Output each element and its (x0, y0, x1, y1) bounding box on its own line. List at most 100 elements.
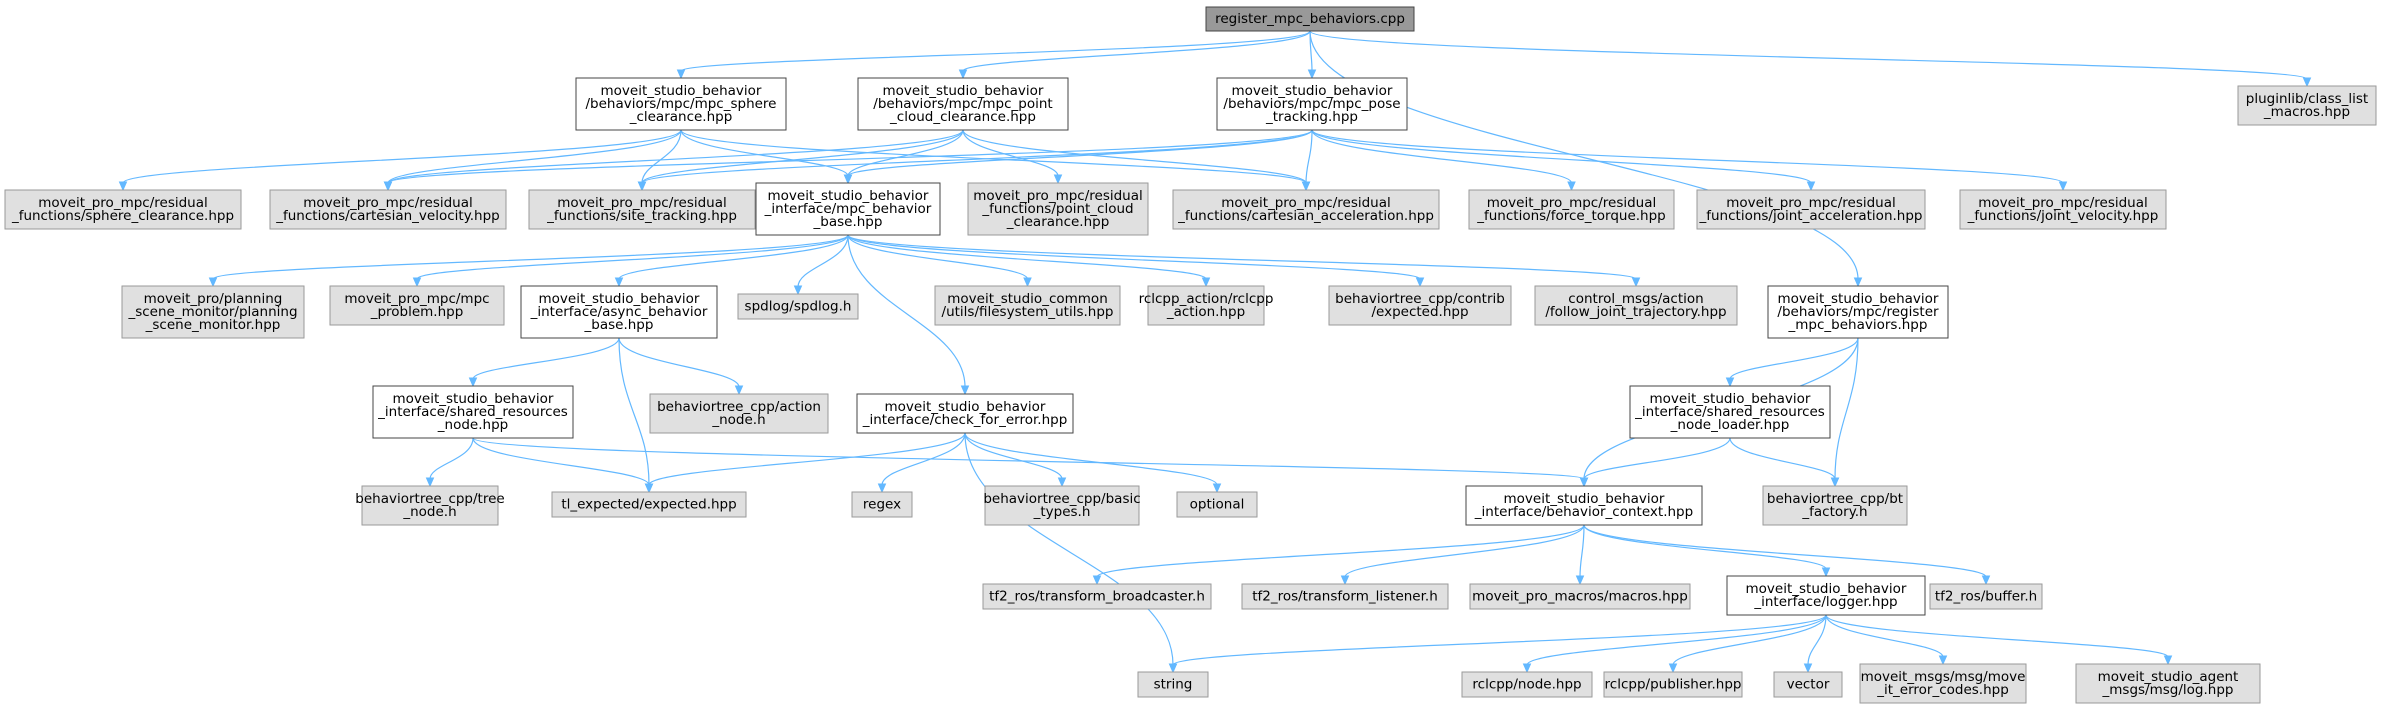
edge-line (1172, 614, 1827, 666)
node-label-line: moveit_studio_behavior (885, 399, 1046, 415)
node-label-line: spdlog/spdlog.h (745, 299, 852, 315)
edge-line (618, 234, 849, 280)
node-regex: regex (851, 491, 913, 518)
node-box (1929, 583, 2043, 610)
edge-line (1344, 524, 1585, 578)
node-label-line: _node.hpp (437, 417, 508, 433)
node-bctx[interactable]: moveit_studio_behavior_interface/behavio… (1465, 485, 1703, 526)
node-mpcbase[interactable]: moveit_studio_behavior_interface/mpc_beh… (755, 182, 941, 236)
edge-arrowhead (118, 181, 128, 192)
edge-arrowhead (1092, 575, 1102, 586)
node-fjt: control_msgs/action/follow_joint_traject… (1534, 285, 1738, 326)
node-label-line: _it_error_codes.hpp (1876, 682, 2009, 698)
node-srnode[interactable]: moveit_studio_behavior_interface/shared_… (372, 385, 574, 439)
edge-arrowhead (2058, 181, 2068, 192)
edge-arrowhead (644, 483, 654, 494)
node-btaction: behaviortree_cpp/action_node.h (649, 393, 829, 434)
edge-logger-to-agentlog (1825, 614, 2173, 666)
node-label-line: moveit_studio_behavior (601, 83, 762, 99)
node-box (1328, 285, 1512, 326)
node-label-line: moveit_pro_mpc/residual (973, 188, 1143, 204)
node-spdlog: spdlog/spdlog.h (737, 293, 859, 320)
node-regmpc[interactable]: moveit_studio_behavior/behaviors/mpc/reg… (1767, 285, 1949, 339)
edge-sphere-to-rf_sphere (118, 129, 682, 192)
node-bttree: behaviortree_cpp/tree_node.h (355, 485, 505, 526)
edge-line (1309, 30, 1859, 280)
edge-checkerr-to-regex (877, 432, 966, 494)
edge-root-to-pose (1307, 30, 1317, 80)
node-label-line: moveit_studio_common (947, 291, 1108, 307)
node-label-line: /behaviors/mpc/mpc_pose (1223, 96, 1400, 112)
node-label-line: moveit_pro_mpc/residual (1221, 195, 1391, 211)
node-tlexp: tl_expected/expected.hpp (551, 491, 747, 518)
node-box (1762, 485, 1908, 526)
edge-bctx-to-tflisten (1340, 524, 1585, 586)
edge-line (429, 437, 474, 480)
node-box (1959, 189, 2167, 230)
edge-line (416, 234, 849, 280)
node-box (967, 182, 1149, 236)
edge-mpcbase-to-mpcproblem (412, 234, 849, 288)
edge-line (1305, 129, 1313, 184)
node-srloader[interactable]: moveit_studio_behavior_interface/shared_… (1629, 385, 1831, 439)
node-label-line: tf2_ros/transform_listener.h (1252, 589, 1438, 605)
node-label-line: control_msgs/action (1568, 291, 1703, 307)
node-label-line: moveit_pro_mpc/mpc (344, 291, 489, 307)
edge-line (1807, 614, 1827, 666)
node-label-line: _functions/force_torque.hpp (1476, 208, 1666, 224)
node-box (755, 182, 941, 236)
node-label-line: behaviortree_cpp/tree (355, 491, 504, 507)
node-string: string (1137, 671, 1209, 698)
edge-asyncbase-to-srnode (468, 337, 620, 388)
edge-srloader-to-btfactory (1729, 437, 1840, 488)
edge-mpcbase-to-btexpected (847, 234, 1425, 288)
node-label-line: _interface/async_behavior (530, 304, 708, 320)
edge-line (1311, 129, 1812, 184)
node-checkerr[interactable]: moveit_studio_behavior_interface/check_f… (856, 393, 1074, 434)
edge-arrowhead (412, 277, 422, 288)
node-label-line: moveit_pro_mpc/residual (1978, 195, 2148, 211)
node-label-line: moveit_studio_agent (2098, 669, 2239, 685)
node-box (1216, 77, 1408, 131)
edge-line (1583, 437, 1731, 480)
node-label-line: string (1154, 677, 1193, 693)
edge-arrowhead (1201, 277, 1211, 288)
node-logger[interactable]: moveit_studio_behavior_interface/logger.… (1726, 575, 1926, 616)
edge-arrowhead (1806, 181, 1816, 192)
node-label-line: moveit_studio_behavior (539, 291, 700, 307)
node-macros: moveit_pro_macros/macros.hpp (1469, 583, 1691, 610)
node-box (1176, 491, 1258, 518)
edge-checkerr-to-tlexp (644, 432, 966, 494)
node-label-line: moveit_pro_mpc/residual (38, 195, 208, 211)
node-box (737, 293, 859, 320)
edge-line (1579, 524, 1585, 578)
edge-arrowhead (1307, 69, 1317, 80)
node-label-line: _functions/point_cloud (981, 201, 1133, 217)
edge-line (962, 129, 1059, 177)
node-label-line: moveit_studio_behavior (768, 188, 929, 204)
node-tfbuffer: tf2_ros/buffer.h (1929, 583, 2043, 610)
edge-line (618, 337, 650, 486)
edge-line (1825, 614, 1944, 658)
edge-line (680, 129, 849, 177)
edge-arrowhead (1668, 663, 1678, 674)
edge-arrowhead (1301, 181, 1311, 192)
edge-arrowhead (793, 285, 803, 296)
edge-sphere-to-rf_cartvel (383, 129, 682, 192)
edge-line (641, 129, 682, 184)
node-box (551, 491, 747, 518)
edge-bctx-to-tfbuffer (1583, 524, 1991, 586)
node-pose[interactable]: moveit_studio_behavior/behaviors/mpc/mpc… (1216, 77, 1408, 131)
node-rf_site: moveit_pro_mpc/residual_functions/site_t… (528, 189, 756, 230)
edge-line (387, 129, 964, 184)
node-label-line: _functions/site_tracking.hpp (546, 208, 737, 224)
node-agentlog: moveit_studio_agent_msgs/msg/log.hpp (2075, 663, 2261, 704)
node-sphere[interactable]: moveit_studio_behavior/behaviors/mpc/mpc… (575, 77, 787, 131)
edge-line (1672, 614, 1827, 666)
edge-arrowhead (1821, 567, 1831, 578)
node-label-line: _types.h (1033, 504, 1091, 520)
node-label-line: /behaviors/mpc/mpc_point (873, 96, 1052, 112)
node-box (1172, 189, 1440, 230)
node-pcc[interactable]: moveit_studio_behavior/behaviors/mpc/mpc… (857, 77, 1069, 131)
node-asyncbase[interactable]: moveit_studio_behavior_interface/async_b… (520, 285, 718, 339)
